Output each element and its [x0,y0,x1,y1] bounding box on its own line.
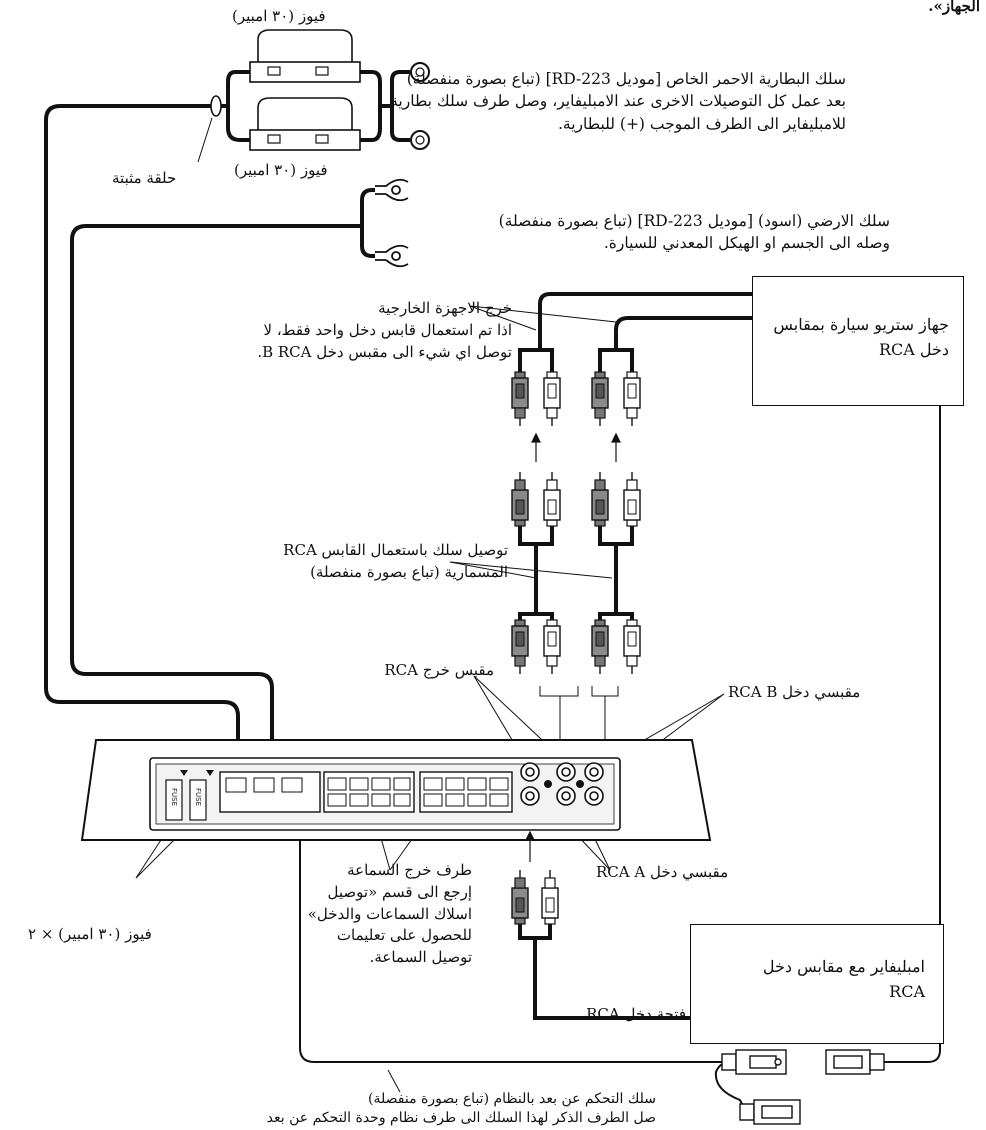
other-amp-box: امبليفاير مع مقابس دخل RCA [690,924,944,1044]
rca-out-jack-label: مقبس خرج RCA [384,661,494,679]
rca-plug-row-3 [511,619,641,675]
leader-lines [135,305,725,1093]
other-amp-text: امبليفاير مع مقابس دخل RCA [763,955,925,1005]
car-stereo-line1: جهاز ستريو سيارة بمقابس [773,315,949,334]
fuse-top-label: فيوز (٣٠ امبير) [232,7,326,25]
ring-terminal-bottom [410,130,430,150]
remote-connector-male [721,1049,787,1075]
remote-wire-note: سلك التحكم عن بعد بالنظام (تباع بصورة من… [267,1090,656,1128]
rca-plug-row-2 [511,471,641,527]
stereo-output-wires [518,292,752,372]
ring-terminal-top [410,62,430,82]
connect-arrow-amp [525,830,535,862]
rca-input-port-label: فتحة دخل RCA [586,1005,686,1023]
battery-wire-line3: للامبليفاير الى الطرف الموجب (+) للبطاري… [557,114,846,133]
battery-wire-line2: بعد عمل كل التوصيلات الاخرى عند الامبليف… [390,92,846,111]
remote-connector-bottom [739,1099,801,1125]
battery-wire-line1: سلك البطارية الاحمر الخاص [موديل RD-223]… [406,70,846,88]
rca-b-input-label: مقبسي دخل RCA B [728,683,861,701]
fuse-holder-top [249,29,361,83]
rca-cables [518,526,634,620]
external-out-line1: خرج الاجهزة الخارجية [378,299,512,317]
remote-wire-line2: صل الطرف الذكر لهذا السلك الى طرف نظام و… [266,1109,656,1126]
spade-terminal-top [375,178,409,202]
rca-cable-line1: توصيل سلك باستعمال القابس RCA [283,541,508,559]
remote-wire-line1: سلك التحكم عن بعد بالنظام (تباع بصورة من… [368,1091,656,1107]
ground-wire-note: سلك الارضي (اسود) [موديل RD-223] (تباع ب… [499,210,890,255]
holder-ring [197,95,222,163]
speaker-out-line5: توصيل السماعة. [369,948,472,966]
speaker-out-line1: طرف خرج السماعة [347,861,472,879]
rca-cable-line2: المسمارية (تباع بصورة منفصلة) [310,562,508,581]
car-stereo-box: جهاز ستريو سيارة بمقابس دخل RCA [752,276,964,406]
other-amp-line2: RCA [889,981,925,1001]
top-fragment-text: الجهاز». [928,0,980,15]
spade-terminal-bottom [375,244,409,268]
fuse-chip-2-label: FUSE [194,787,202,807]
speaker-out-line2: إرجع الى قسم «توصيل [327,882,472,901]
battery-wire-note: سلك البطارية الاحمر الخاص [موديل RD-223]… [390,68,846,135]
external-out-note: خرج الاجهزة الخارجية اذا تم استعمال قابس… [257,298,512,363]
external-out-line3: توصل اي شيء الى مقبس دخل B RCA. [257,342,512,361]
ground-wire-line1: سلك الارضي (اسود) [موديل RD-223] (تباع ب… [498,212,890,230]
rca-a-input-label: مقبسي دخل RCA A [596,863,729,881]
holder-ring-label: حلقة مثبتة [112,169,177,187]
fuse-holder-bottom [249,97,361,151]
rca-cable-note: توصيل سلك باستعمال القابس RCA المسمارية … [283,540,508,584]
car-stereo-text: جهاز ستريو سيارة بمقابس دخل RCA [773,313,949,363]
external-out-line2: اذا تم استعمال قابس دخل واحد فقط، لا [263,320,513,339]
rca-plug-amp-input [511,869,559,925]
remote-connector-female [825,1049,885,1075]
ground-wire-line2: وصله الى الجسم او الهيكل المعدني للسيارة… [603,234,890,253]
connect-arrows-1 [531,432,621,462]
amplifier-unit [80,739,712,841]
speaker-out-line3: اسلاك السماعات والدخل» [307,904,472,923]
fuse-chip-1-label: FUSE [170,787,178,807]
rca-plug-row-1 [511,371,641,427]
other-amp-line1: امبليفاير مع مقابس دخل [762,957,925,976]
battery-wire [44,70,410,760]
speaker-out-line4: للحصول على تعليمات [336,926,472,945]
fuse-x2-label: فيوز (٣٠ امبير) × ٢ [28,925,152,943]
fuse-bottom-label: فيوز (٣٠ امبير) [234,161,328,179]
amp-input-cable [518,924,690,1020]
speaker-out-note: طرف خرج السماعة إرجع الى قسم «توصيل اسلا… [308,860,472,969]
ground-wire [70,188,375,760]
car-stereo-line2: دخل RCA [878,339,949,359]
